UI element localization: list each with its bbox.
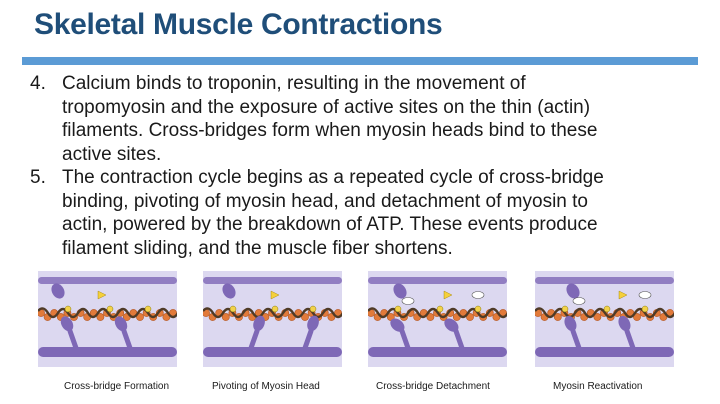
panel-caption: Pivoting of Myosin Head <box>212 381 320 392</box>
myosin-head-pivot-illustration <box>203 271 342 367</box>
panel-caption: Cross-bridge Detachment <box>376 381 490 392</box>
list-text: The contraction cycle begins as a repeat… <box>62 167 604 259</box>
step-list: 4. Calcium binds to troponin, resulting … <box>30 72 710 260</box>
list-text: Calcium binds to troponin, resulting in … <box>62 73 598 165</box>
list-item: 4. Calcium binds to troponin, resulting … <box>30 72 710 166</box>
panel-caption: Myosin Reactivation <box>553 381 643 392</box>
list-item: 5. The contraction cycle begins as a rep… <box>30 166 710 260</box>
myosin-reactivation-illustration <box>535 271 674 367</box>
list-number: 5. <box>30 167 46 188</box>
title-underline <box>22 57 698 65</box>
list-number: 4. <box>30 73 46 94</box>
panel-caption: Cross-bridge Formation <box>64 381 170 392</box>
cross-bridge-formation-illustration <box>38 271 177 367</box>
cross-bridge-detachment-illustration <box>368 271 507 367</box>
slide-title: Skeletal Muscle Contractions <box>34 8 443 41</box>
